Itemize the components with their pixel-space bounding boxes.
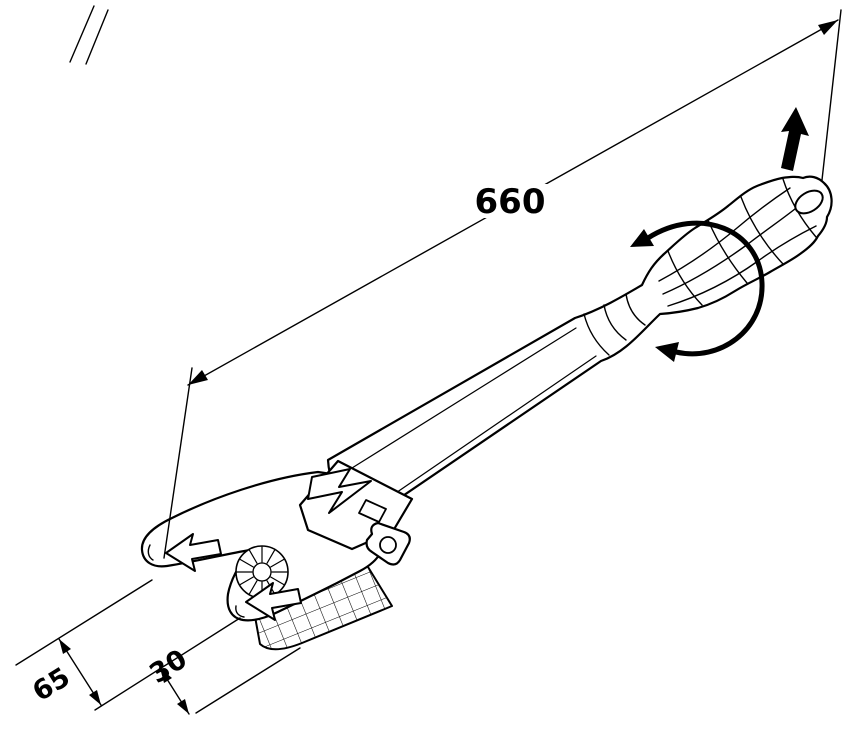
- dimension-arrowhead: [818, 20, 838, 35]
- tick-mark: [85, 9, 109, 65]
- dimension-arrowhead: [160, 668, 172, 683]
- jaw-direction-arrow-icon: [165, 533, 222, 572]
- dimension-arrowhead: [177, 699, 189, 714]
- dimension-arrowhead: [89, 690, 101, 705]
- serrated-disc: [235, 545, 289, 599]
- rotation-arrow-icon: [630, 220, 765, 362]
- bracket-slot: [358, 499, 387, 523]
- up-arrow-icon: [781, 107, 809, 171]
- pivot-hole: [379, 536, 397, 554]
- dimension-label-jaw-opening: 30: [144, 644, 192, 690]
- dimension-label-overall-length: 660: [475, 182, 546, 222]
- witness-line: [821, 9, 842, 181]
- jaw-direction-arrow-icon: [245, 582, 302, 621]
- witness-line: [15, 579, 153, 666]
- witness-line: [94, 617, 241, 711]
- grid-plate: [251, 553, 393, 651]
- dimension-arrowhead: [59, 639, 71, 654]
- dimension-overall-length: 660: [69, 5, 842, 559]
- witness-line: [195, 647, 301, 714]
- handle-hang-hole: [794, 189, 824, 215]
- tool-head-assembly: [140, 459, 414, 651]
- dimension-jaw-opening: 30: [144, 644, 301, 715]
- tool-body: [326, 175, 833, 523]
- label-mask: [474, 184, 548, 218]
- dimension-head-width: 65: [15, 579, 241, 711]
- neck-collar: [583, 293, 646, 356]
- dimension-arrowhead: [188, 370, 208, 385]
- shaft-highlight-line: [367, 355, 597, 513]
- pivot-block: [365, 521, 411, 566]
- fork-lower-tip-edge: [235, 605, 245, 618]
- dimension-label-head-width: 65: [27, 662, 75, 708]
- fork-tip-edge: [147, 544, 154, 561]
- shaft-and-handle-outline: [326, 175, 833, 523]
- shaft-highlight-line: [351, 327, 577, 469]
- witness-line: [163, 367, 193, 559]
- z-slot: [307, 468, 372, 514]
- tick-mark: [69, 5, 95, 63]
